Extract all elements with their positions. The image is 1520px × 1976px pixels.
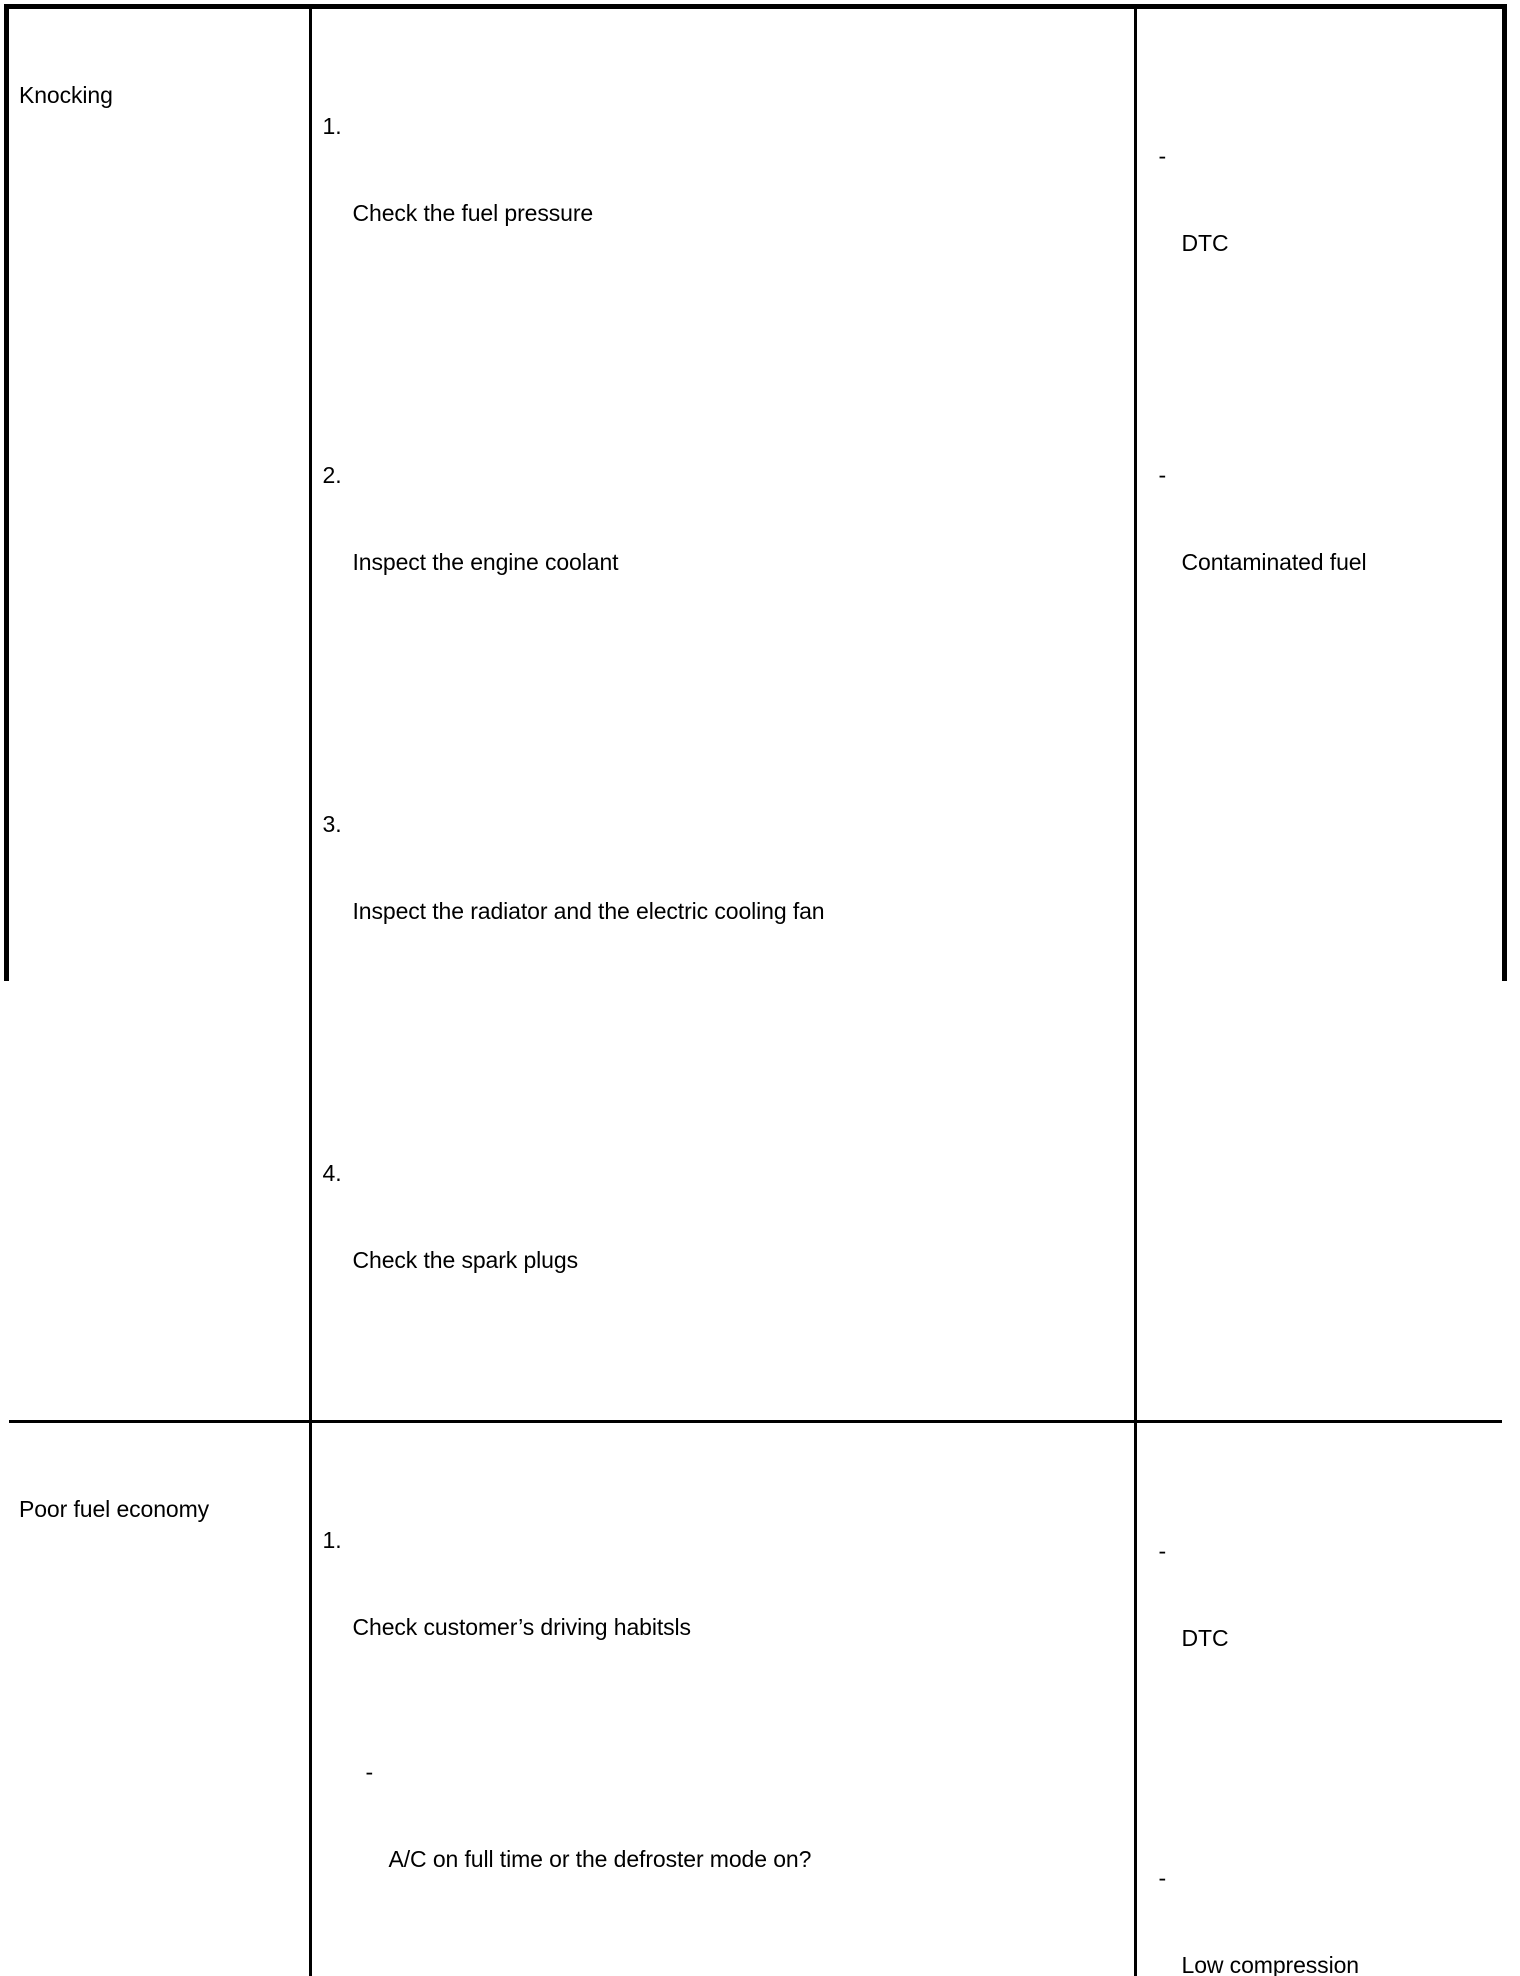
table-outer-frame: Knocking 1. Check the fuel pressure	[4, 4, 1507, 981]
table-row: Poor fuel economy 1. Check customer’s dr…	[9, 1422, 1502, 1976]
step-number: 1.	[323, 112, 353, 141]
step-text: Inspect the radiator and the electric co…	[353, 897, 1134, 926]
cause-text: Low compression	[1182, 1951, 1495, 1976]
probable-cause-cell: - DTC - Contaminated fuel	[1135, 9, 1502, 1422]
checking-step-list: 1. Check the fuel pressure 2. Inspect th…	[312, 9, 1134, 1420]
symptom-cell: Knocking	[9, 9, 310, 1422]
list-item: 1. Check customer’s driving habitsls - A…	[323, 1526, 1134, 1976]
dash-icon: -	[1159, 1864, 1167, 1893]
dash-icon: -	[1159, 142, 1167, 171]
step-number: 3.	[323, 810, 353, 839]
list-item: - Low compression	[1159, 1864, 1495, 1976]
list-item: - DTC	[1159, 142, 1495, 316]
cause-list: - DTC - Contaminated fuel	[1148, 84, 1495, 693]
step-number: 4.	[323, 1159, 353, 1188]
step-text: Check the fuel pressure	[353, 199, 1134, 228]
checking-procedure-cell: 1. Check the fuel pressure 2. Inspect th…	[310, 9, 1135, 1422]
spacer	[1159, 1769, 1495, 1806]
list-item: 2. Inspect the engine coolant	[323, 461, 1134, 635]
symptom-line: Knocking	[19, 81, 309, 110]
list-item: 1. Check the fuel pressure	[323, 112, 1134, 286]
dash-icon: -	[366, 1758, 374, 1787]
list-item: 4. Check the spark plugs	[323, 1159, 1134, 1333]
sub-item-list: - A/C on full time or the defroster mode…	[353, 1700, 1134, 1976]
list-item: - DTC	[1159, 1537, 1495, 1711]
cause-list: - DTC - Low compression -	[1148, 1479, 1495, 1976]
step-text: Check the spark plugs	[353, 1246, 1134, 1275]
checking-step-list: 1. Check customer’s driving habitsls - A…	[312, 1423, 1134, 1976]
dash-icon: -	[1159, 461, 1167, 490]
step-text: Inspect the engine coolant	[353, 548, 1134, 577]
spacer	[323, 1042, 1134, 1072]
list-item: - Contaminated fuel	[1159, 461, 1495, 635]
symptom-cell: Poor fuel economy	[9, 1422, 310, 1976]
cause-text: DTC	[1182, 1624, 1495, 1653]
sub-item: - A/C on full time or the defroster mode…	[366, 1758, 1134, 1932]
troubleshooting-table: Knocking 1. Check the fuel pressure	[9, 9, 1502, 1976]
spacer	[323, 344, 1134, 374]
step-text: Check customer’s driving habitsls	[353, 1613, 1134, 1642]
step-number: 1.	[323, 1526, 353, 1555]
symptom-line: Poor fuel economy	[19, 1495, 309, 1524]
sub-item-text: A/C on full time or the defroster mode o…	[389, 1845, 1134, 1874]
spacer	[323, 693, 1134, 723]
symptom-label: Poor fuel economy	[9, 1423, 309, 1582]
page-canvas: Knocking 1. Check the fuel pressure	[0, 0, 1520, 988]
cause-text: DTC	[1182, 229, 1495, 258]
dash-icon: -	[1159, 1537, 1167, 1566]
list-item: 3. Inspect the radiator and the electric…	[323, 810, 1134, 984]
table-row: Knocking 1. Check the fuel pressure	[9, 9, 1502, 1422]
probable-cause-cell: - DTC - Low compression -	[1135, 1422, 1502, 1976]
symptom-label: Knocking	[9, 9, 309, 168]
spacer	[1159, 374, 1495, 403]
checking-procedure-cell: 1. Check customer’s driving habitsls - A…	[310, 1422, 1135, 1976]
step-number: 2.	[323, 461, 353, 490]
cause-text: Contaminated fuel	[1182, 548, 1495, 577]
